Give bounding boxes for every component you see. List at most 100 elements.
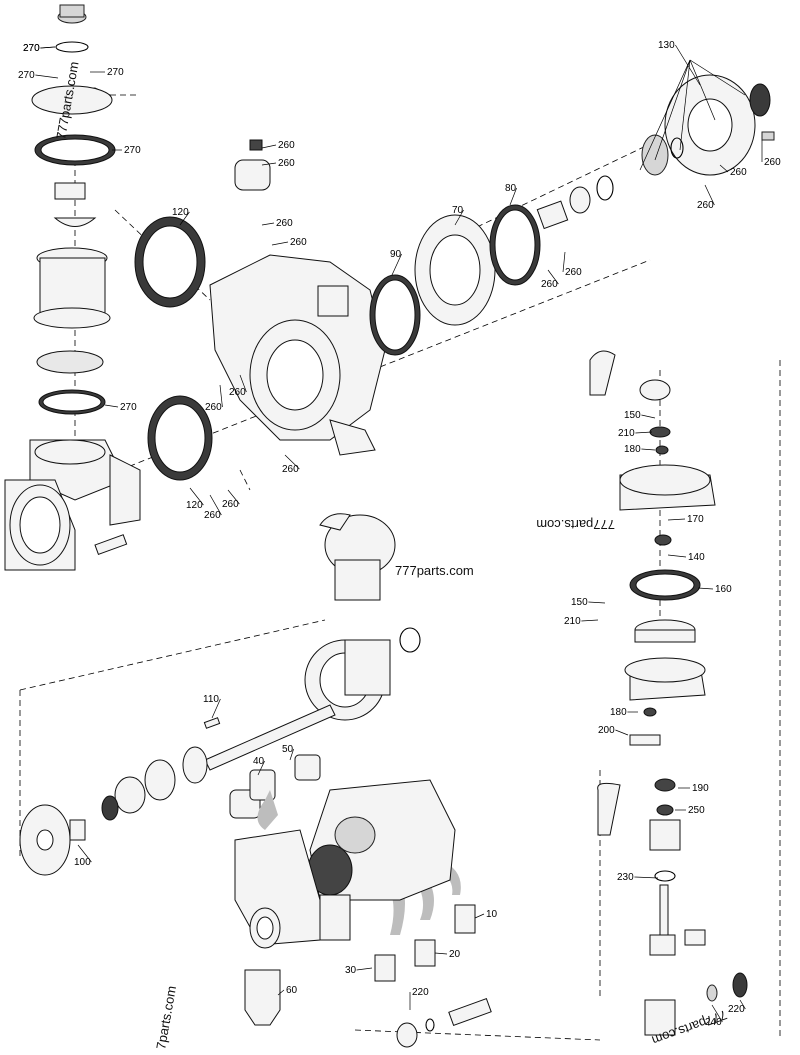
- leader-line: [689, 59, 716, 121]
- leader-line: [641, 414, 656, 419]
- leader-line: [588, 601, 606, 604]
- part-number-label: 110: [203, 694, 219, 705]
- leader-line: [641, 448, 656, 451]
- leader-line: [509, 187, 517, 206]
- part-number-label: 10: [486, 909, 498, 920]
- part-number-label: 20: [449, 949, 461, 960]
- watermark-text: 7parts.com: [153, 985, 179, 1051]
- leader-line: [211, 698, 221, 719]
- leader-line: [209, 494, 222, 516]
- part-number-label: 250: [688, 805, 705, 816]
- leader-line: [654, 59, 691, 161]
- bottom-small-parts: [396, 997, 492, 1048]
- part-number-label: 260: [764, 157, 781, 168]
- leader-line: [547, 269, 559, 285]
- part-number-label: 260: [229, 387, 246, 398]
- leader-line: [711, 1004, 723, 1023]
- leader-line: [639, 59, 691, 171]
- leader-line: [271, 241, 289, 246]
- right-seal-stack: [589, 350, 748, 1036]
- pump-body: [209, 139, 386, 456]
- leader-line: [219, 384, 223, 408]
- part-number-label: 50: [282, 744, 294, 755]
- part-number-label: 120: [186, 500, 203, 511]
- top-left-cover-assembly: [4, 4, 141, 571]
- leader-line: [697, 587, 714, 590]
- filters: [229, 754, 476, 1026]
- leader-line: [77, 844, 92, 863]
- leader-lines: [35, 44, 763, 1023]
- part-number-label: 100: [74, 857, 91, 868]
- part-number-label: 260: [697, 200, 714, 211]
- part-number-label: 200: [598, 725, 615, 736]
- leader-line: [474, 913, 485, 919]
- part-number-label: 260: [222, 499, 239, 510]
- part-number-label: 270: [107, 67, 124, 78]
- leader-line: [562, 251, 566, 273]
- leader-line: [189, 487, 204, 506]
- part-number-label: 270: [124, 145, 141, 156]
- leader-line: [434, 952, 448, 955]
- part-number-label: 90: [390, 249, 402, 260]
- part-number-label: 240: [705, 1017, 722, 1028]
- part-number-label: 190: [692, 783, 709, 794]
- part-number-label: 120: [172, 207, 189, 218]
- part-number-label: 210: [564, 616, 581, 627]
- part-number-label: 260: [205, 402, 222, 413]
- leader-line: [40, 46, 56, 49]
- center-pump-unit: [304, 513, 421, 721]
- part-number-label: 260: [278, 140, 295, 151]
- leader-line: [581, 619, 599, 622]
- volute-assembly: [369, 175, 614, 356]
- leader-line: [261, 144, 277, 149]
- leader-line: [679, 59, 691, 151]
- leader-line: [104, 404, 119, 408]
- watermark-text: 777parts.com: [395, 563, 474, 578]
- part-number-label: 210: [618, 428, 635, 439]
- part-number-label: 270: [18, 70, 35, 81]
- part-number-label: 130: [658, 40, 675, 51]
- part-number-label: 260: [565, 267, 582, 278]
- end-cover-assembly: [641, 74, 775, 176]
- part-number-label: 220: [412, 987, 429, 998]
- leader-line: [277, 989, 285, 996]
- leader-line: [634, 876, 659, 879]
- leader-line: [667, 554, 687, 558]
- shaft-assembly: [19, 704, 336, 876]
- leader-line: [719, 164, 729, 173]
- part-number-label: 270: [120, 402, 137, 413]
- leader-line: [391, 253, 402, 276]
- part-number-label: 180: [624, 444, 641, 455]
- part-number-label: 60: [286, 985, 298, 996]
- part-number-label: 150: [624, 410, 641, 421]
- part-number-label: 260: [278, 158, 295, 169]
- part-number-label: 270: [23, 43, 40, 54]
- part-number-label: 260: [282, 464, 299, 475]
- leader-line: [179, 211, 190, 226]
- leader-line: [635, 431, 653, 434]
- leader-line: [257, 760, 265, 776]
- leader-line: [261, 222, 275, 226]
- leader-line: [615, 729, 629, 736]
- leader-line: [356, 967, 373, 971]
- part-number-label: 220: [728, 1004, 745, 1015]
- part-number-label: 30: [345, 965, 357, 976]
- part-number-label: 170: [687, 514, 704, 525]
- leader-line: [689, 59, 746, 96]
- leader-line: [284, 454, 300, 470]
- part-number-label: 140: [688, 552, 705, 563]
- part-number-label: 70: [452, 205, 464, 216]
- part-number-label: 270: [23, 43, 40, 54]
- part-number-label: 230: [617, 872, 634, 883]
- watermark-text: 777parts.com: [536, 517, 615, 532]
- part-number-label: 260: [730, 167, 747, 178]
- engine-unit: [234, 779, 461, 949]
- part-number-label: 180: [610, 707, 627, 718]
- part-number-label: 260: [276, 218, 293, 229]
- part-number-label: 260: [290, 237, 307, 248]
- leader-line: [227, 489, 240, 505]
- leader-line: [739, 999, 746, 1010]
